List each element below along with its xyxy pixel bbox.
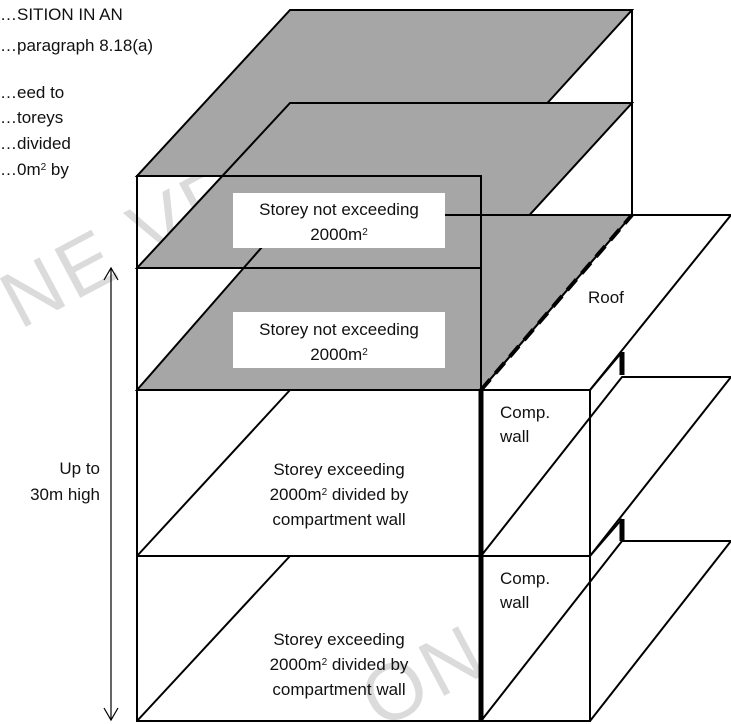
floor-third-diag-left: [136, 389, 291, 557]
arrowhead-up-icon: [103, 266, 119, 281]
caption-line-6: …0m2 by: [0, 160, 69, 179]
height-label-line1: Up to: [59, 459, 100, 478]
label-top-line2: 2000m2: [310, 225, 368, 244]
label-fourth-sup: 2: [322, 657, 328, 668]
label-fourth-line3: compartment wall: [272, 680, 405, 699]
annex-third-diag: [589, 351, 623, 391]
label-box-top: [233, 193, 445, 248]
caption-line-5: …divided: [0, 134, 71, 153]
storey-label-third: Storey exceeding 2000m2 divided by compa…: [270, 460, 409, 529]
caption-line-3: …eed to: [0, 83, 64, 102]
label-fourth-line2: 2000m2 divided by: [270, 655, 409, 674]
caption-line-6a: …0m: [0, 160, 41, 179]
label-third-line3: compartment wall: [272, 510, 405, 529]
storey-label-second: Storey not exceeding 2000m2: [233, 312, 445, 368]
label-second-line1: Storey not exceeding: [259, 320, 419, 339]
comp-wall-1-line2: wall: [499, 427, 529, 446]
label-fourth-line1: Storey exceeding: [273, 630, 404, 649]
height-label: Up to 30m high: [30, 459, 100, 504]
label-third-divided: divided by: [327, 485, 409, 504]
comp-wall-label-1: Comp. wall: [499, 403, 550, 446]
label-second-line2: 2000m2: [310, 345, 368, 364]
annex-fourth-floor: [478, 540, 731, 722]
label-third-sup: 2: [322, 487, 328, 498]
height-dimension: [103, 266, 119, 722]
lower-floor-lines: [136, 389, 291, 722]
label-second-sup: 2: [362, 347, 368, 358]
comp-wall-2-line1: Comp.: [500, 569, 550, 588]
annex-fourth-diag: [589, 518, 623, 557]
roof-dashed-edge: [479, 213, 634, 392]
label-third-area: 2000m: [270, 485, 322, 504]
comp-wall-1-line1: Comp.: [500, 403, 550, 422]
storey-label-top: Storey not exceeding 2000m2: [233, 193, 445, 248]
roof-label: Roof: [588, 288, 624, 307]
label-third-line1: Storey exceeding: [273, 460, 404, 479]
caption-line-6b: by: [46, 160, 69, 179]
comp-wall-label-2: Comp. wall: [499, 569, 550, 612]
caption-line-1: …SITION IN AN: [0, 5, 123, 24]
arrowhead-down-icon: [103, 707, 119, 722]
label-box-second: [233, 312, 445, 368]
caption: …SITION IN AN …paragraph 8.18(a) …eed to…: [0, 5, 153, 179]
label-second-area: 2000m: [310, 345, 362, 364]
comp-wall-2-line2: wall: [499, 593, 529, 612]
label-fourth-divided: divided by: [327, 655, 409, 674]
label-top-line1: Storey not exceeding: [259, 200, 419, 219]
height-label-line2: 30m high: [30, 485, 100, 504]
label-top-sup: 2: [362, 227, 368, 238]
caption-line-6-sup: 2: [41, 162, 47, 173]
caption-line-2: …paragraph 8.18(a): [0, 36, 153, 55]
label-fourth-area: 2000m: [270, 655, 322, 674]
floor-fourth-diag-left: [136, 555, 291, 722]
label-third-line2: 2000m2 divided by: [270, 485, 409, 504]
compartment-walls: [478, 352, 625, 721]
caption-line-4: …toreys: [0, 108, 63, 127]
label-top-area: 2000m: [310, 225, 362, 244]
storey-label-fourth: Storey exceeding 2000m2 divided by compa…: [270, 630, 409, 699]
